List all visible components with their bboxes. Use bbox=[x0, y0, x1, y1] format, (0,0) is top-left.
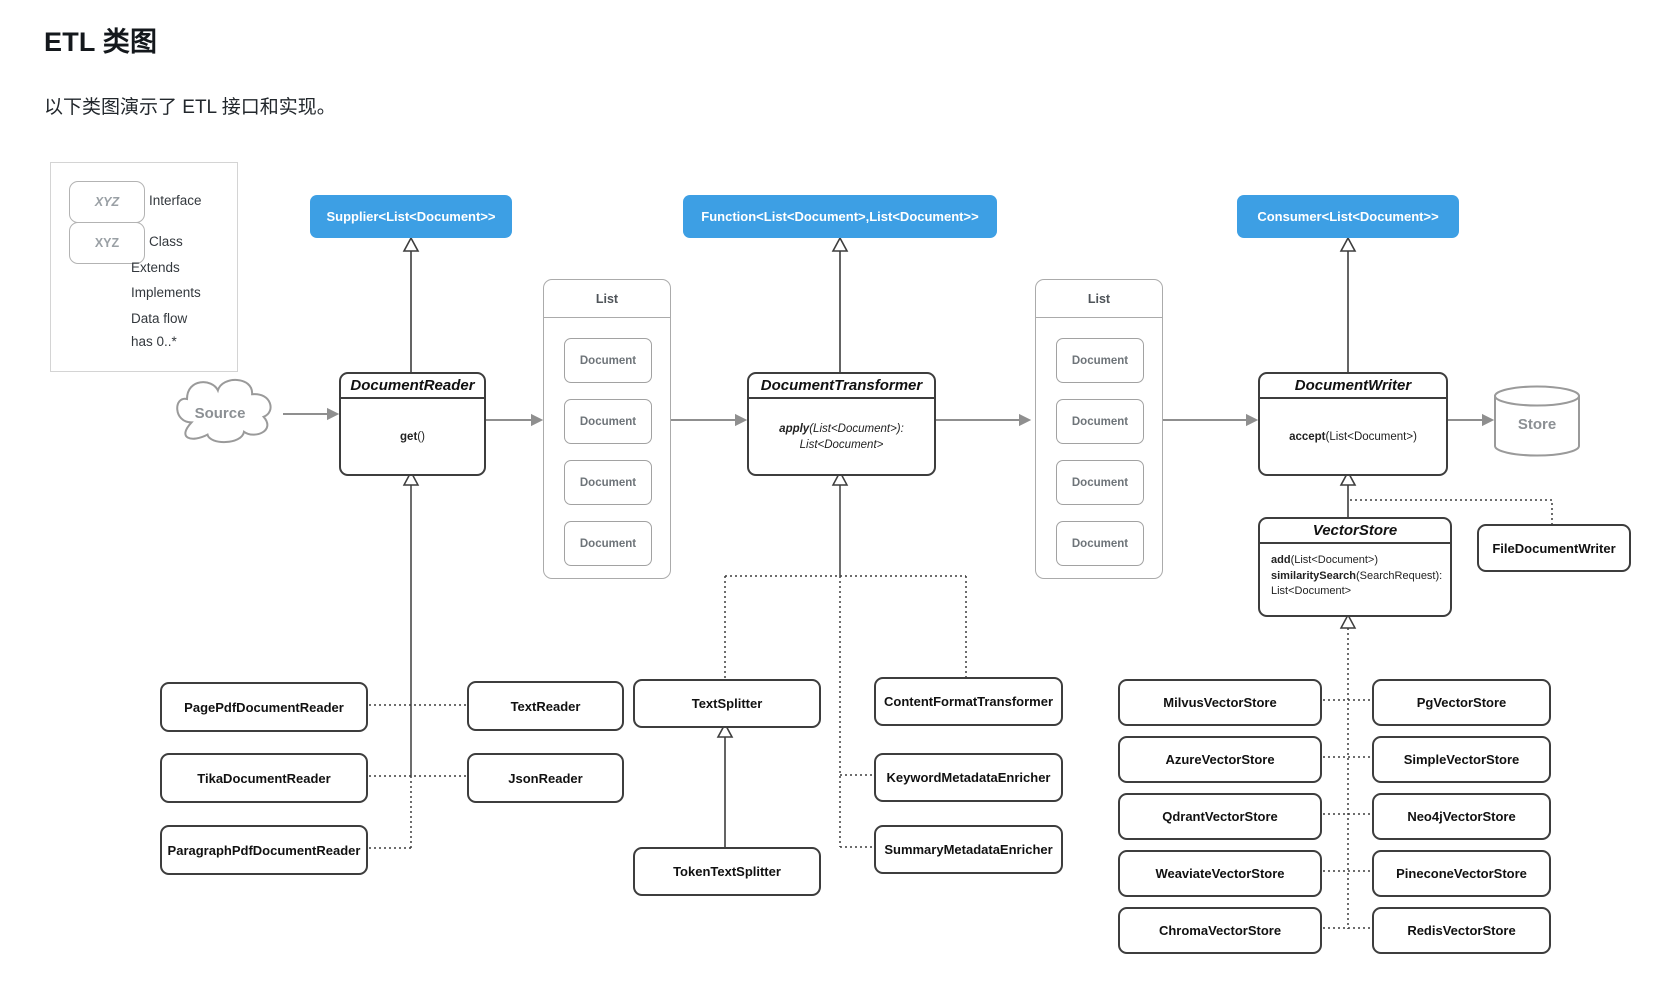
legend-interface-label: Interface bbox=[149, 193, 202, 208]
store-node-label: Store bbox=[1517, 415, 1557, 433]
list-header: List bbox=[544, 280, 670, 318]
dataflow-arrow-reader-list bbox=[482, 413, 544, 427]
dataflow-arrow-source-reader bbox=[283, 407, 340, 421]
impl-text-splitter: TextSplitter bbox=[633, 679, 821, 728]
store-cylinder-icon bbox=[1494, 385, 1580, 457]
dataflow-arrow-list-transformer bbox=[669, 413, 748, 427]
list-container-output: List Document Document Document Document bbox=[1035, 279, 1163, 579]
class-document-transformer: DocumentTransformer apply(List<Document>… bbox=[747, 372, 936, 476]
method-accept: accept(List<Document>) bbox=[1289, 430, 1417, 443]
document-item: Document bbox=[1056, 521, 1144, 566]
implements-tree-readers bbox=[364, 470, 467, 849]
impl-neo4j-vector-store: Neo4jVectorStore bbox=[1372, 793, 1551, 840]
list-header: List bbox=[1036, 280, 1162, 318]
class-title: VectorStore bbox=[1260, 519, 1450, 544]
implements-tree-transformers bbox=[724, 470, 967, 848]
implements-tree-vectorstores bbox=[1318, 613, 1372, 929]
legend-class-symbol: XYZ bbox=[69, 222, 145, 264]
impl-azure-vector-store: AzureVectorStore bbox=[1118, 736, 1322, 783]
source-cloud-icon bbox=[176, 378, 272, 444]
class-vector-store: VectorStore add(List<Document>) similari… bbox=[1258, 517, 1452, 617]
source-node-label: Source bbox=[194, 404, 246, 422]
document-item: Document bbox=[1056, 460, 1144, 505]
legend: XYZ XYZ Interface Class Extends Implemen… bbox=[50, 162, 238, 372]
class-methods: accept(List<Document>) bbox=[1260, 399, 1446, 474]
extends-arrow-vectorstore-writer bbox=[1339, 470, 1357, 517]
page-subtitle: 以下类图演示了 ETL 接口和实现。 bbox=[44, 97, 336, 118]
method-add: add(List<Document>) bbox=[1271, 554, 1378, 566]
impl-pg-vector-store: PgVectorStore bbox=[1372, 679, 1551, 726]
impl-chroma-vector-store: ChromaVectorStore bbox=[1118, 907, 1322, 954]
legend-interface-symbol: XYZ bbox=[69, 181, 145, 223]
method-get: get() bbox=[400, 430, 425, 443]
interface-function: Function<List<Document>,List<Document>> bbox=[683, 195, 997, 238]
class-methods: apply(List<Document>): List<Document> bbox=[749, 399, 934, 474]
impl-paragraph-pdf-document-reader: ParagraphPdfDocumentReader bbox=[160, 825, 368, 875]
impl-text-reader: TextReader bbox=[467, 681, 624, 731]
legend-dataflow-label: Data flow bbox=[131, 311, 188, 326]
class-methods: get() bbox=[341, 399, 484, 474]
interface-supplier: Supplier<List<Document>> bbox=[310, 195, 512, 238]
impl-content-format-transformer: ContentFormatTransformer bbox=[874, 677, 1063, 726]
interface-consumer: Consumer<List<Document>> bbox=[1237, 195, 1459, 238]
legend-has-label: has 0..* bbox=[131, 334, 177, 349]
class-methods: add(List<Document>) similaritySearch(Sea… bbox=[1260, 544, 1450, 615]
impl-token-text-splitter: TokenTextSplitter bbox=[633, 847, 821, 896]
legend-extends-label: Extends bbox=[131, 260, 180, 275]
impl-pinecone-vector-store: PineconeVectorStore bbox=[1372, 850, 1551, 897]
class-document-writer: DocumentWriter accept(List<Document>) bbox=[1258, 372, 1448, 476]
class-title: DocumentReader bbox=[341, 374, 484, 399]
extends-arrow-reader-supplier bbox=[402, 236, 420, 372]
class-document-reader: DocumentReader get() bbox=[339, 372, 486, 476]
extends-arrow-writer-consumer bbox=[1339, 236, 1357, 372]
dataflow-arrow-transformer-list bbox=[932, 413, 1032, 427]
document-item: Document bbox=[564, 338, 652, 383]
impl-weaviate-vector-store: WeaviateVectorStore bbox=[1118, 850, 1322, 897]
implements-connector-filewriter bbox=[1350, 499, 1553, 524]
list-container-input: List Document Document Document Document bbox=[543, 279, 671, 579]
extends-arrow-tokensplitter-textsplitter bbox=[716, 722, 734, 847]
impl-summary-metadata-enricher: SummaryMetadataEnricher bbox=[874, 825, 1063, 874]
impl-keyword-metadata-enricher: KeywordMetadataEnricher bbox=[874, 753, 1063, 802]
legend-class-label: Class bbox=[149, 234, 183, 249]
document-item: Document bbox=[1056, 338, 1144, 383]
impl-file-document-writer: FileDocumentWriter bbox=[1477, 524, 1631, 572]
dataflow-arrow-writer-store bbox=[1446, 413, 1495, 427]
dataflow-arrow-list-writer bbox=[1161, 413, 1259, 427]
method-apply-return: List<Document> bbox=[799, 438, 884, 451]
document-item: Document bbox=[1056, 399, 1144, 444]
class-title: DocumentWriter bbox=[1260, 374, 1446, 399]
extends-arrow-transformer-function bbox=[831, 236, 849, 372]
impl-milvus-vector-store: MilvusVectorStore bbox=[1118, 679, 1322, 726]
legend-implements-label: Implements bbox=[131, 285, 201, 300]
impl-page-pdf-document-reader: PagePdfDocumentReader bbox=[160, 682, 368, 732]
impl-redis-vector-store: RedisVectorStore bbox=[1372, 907, 1551, 954]
impl-simple-vector-store: SimpleVectorStore bbox=[1372, 736, 1551, 783]
method-apply: apply(List<Document>): bbox=[779, 422, 904, 435]
method-similarity-search-return: List<Document> bbox=[1271, 585, 1352, 597]
page-title: ETL 类图 bbox=[44, 27, 158, 57]
impl-tika-document-reader: TikaDocumentReader bbox=[160, 753, 368, 803]
document-item: Document bbox=[564, 460, 652, 505]
document-item: Document bbox=[564, 521, 652, 566]
document-item: Document bbox=[564, 399, 652, 444]
impl-json-reader: JsonReader bbox=[467, 753, 624, 803]
class-title: DocumentTransformer bbox=[749, 374, 934, 399]
impl-qdrant-vector-store: QdrantVectorStore bbox=[1118, 793, 1322, 840]
method-similarity-search: similaritySearch(SearchRequest): bbox=[1271, 569, 1443, 582]
